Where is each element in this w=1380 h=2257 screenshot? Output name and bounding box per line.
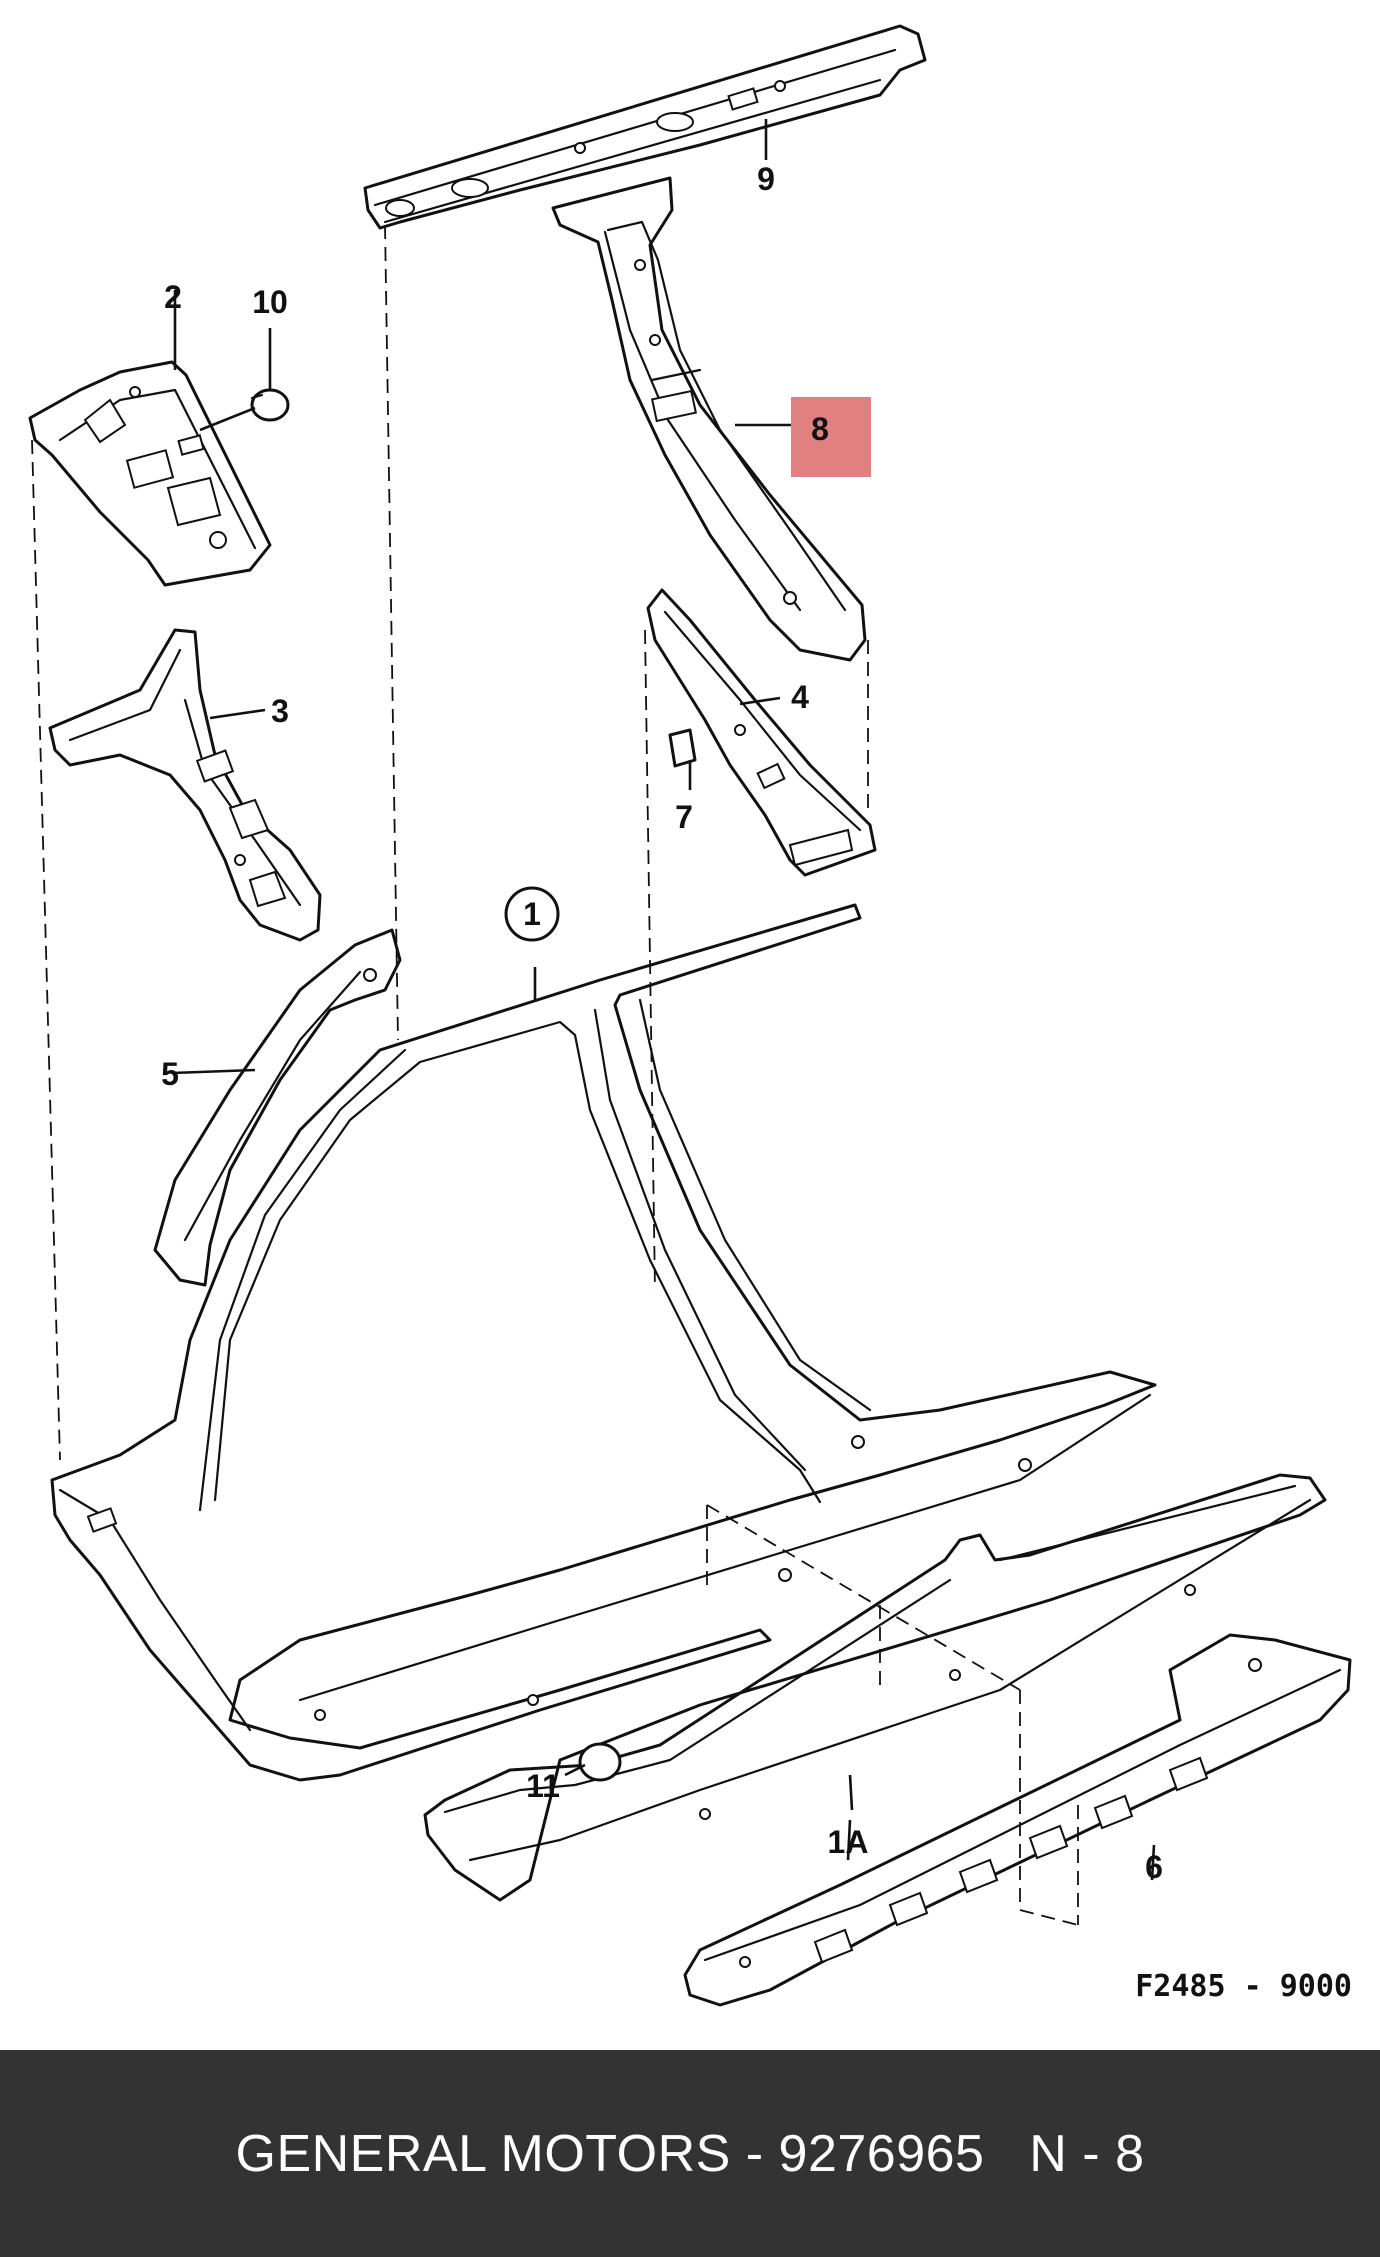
part-10-plug[interactable] (199, 328, 290, 432)
callout-labels: 1 2 10 3 9 8 4 7 5 11 1A 6 F2485 - 9000 (161, 161, 1352, 2004)
callout-4: 4 (791, 679, 809, 715)
callout-3: 3 (271, 693, 289, 729)
callout-1-circle (504, 886, 560, 942)
part-9-roof-rail[interactable] (363, 24, 927, 230)
callout-9: 9 (757, 161, 775, 197)
part-1a-rocker-panel[interactable] (423, 1473, 1327, 1902)
part-3-pillar-reinforcement[interactable] (48, 628, 322, 942)
figure-code: F2485 - 9000 (1135, 1969, 1352, 2004)
callout-8[interactable]: 8 (811, 411, 829, 447)
part-4-b-pillar-inner[interactable] (646, 588, 877, 877)
part-2-hinge-bracket[interactable] (28, 360, 272, 587)
callout-11: 11 (526, 1768, 560, 1804)
callout-10: 10 (252, 284, 288, 320)
footer-bar: GENERAL MOTORS - 9276965 N - 8 (0, 2050, 1380, 2257)
callout-6: 6 (1145, 1849, 1163, 1885)
callout-1: 1 (523, 896, 541, 932)
part-8-b-pillar-upper[interactable] (551, 176, 867, 662)
callout-7: 7 (675, 799, 693, 835)
part-7-clip[interactable] (668, 728, 697, 768)
callout-1a: 1A (828, 1824, 869, 1860)
callout-2: 2 (164, 279, 182, 315)
callout-5: 5 (161, 1056, 179, 1092)
part-11-plug[interactable] (527, 1694, 622, 1782)
part-caption: GENERAL MOTORS - 9276965 N - 8 (235, 2124, 1145, 2183)
alignment-lines (31, 224, 1079, 1926)
highlight-box-8 (791, 397, 871, 477)
part-1-body-side-frame[interactable] (50, 903, 1157, 1782)
part-5-pillar-trim[interactable] (153, 928, 402, 1287)
part-6-rocker-reinforcement[interactable] (683, 1633, 1352, 2007)
exploded-parts-diagram: 1 2 10 3 9 8 4 7 5 11 1A 6 F2485 - 9000 (28, 24, 1352, 2007)
leader-lines (171, 119, 1156, 1881)
